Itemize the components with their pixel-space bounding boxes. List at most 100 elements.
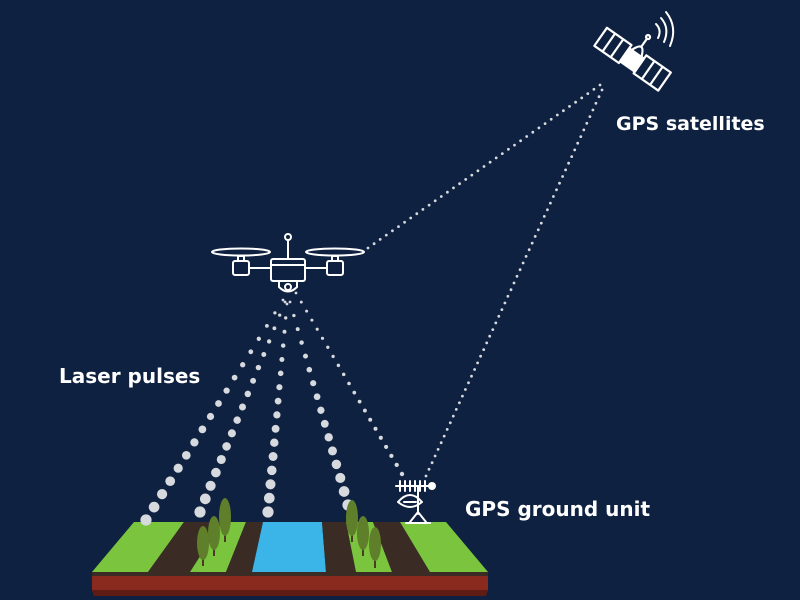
gps-link-dot [305,309,309,313]
gps-link-dot [574,100,577,104]
gps-link-dot [549,117,553,121]
gps-link-dot [519,139,522,143]
gps-link-dot [384,444,389,449]
gps-link-dot [464,178,468,181]
laser-pulse-dot [310,380,317,387]
soil-strip [373,522,430,572]
laser-pulse-dot [250,377,257,384]
gps-link-dot [436,448,440,451]
grass-strip [92,522,184,572]
gps-link-dot [512,281,516,285]
soil-strip [226,522,263,572]
gps-link-dot [507,147,510,151]
gps-link-dot [536,228,540,232]
gps-link-dot [537,126,541,130]
gps-link-dot [546,208,549,212]
gps-link-dot [513,143,516,147]
laser-pulse-dot [198,425,207,434]
laser-pulse-dot [194,506,206,518]
laser-pulse-dot [199,493,211,505]
tree-icon [219,498,231,542]
gps-link-dot [579,135,583,139]
gps-link-dot [500,152,504,156]
laser-pulse-dot [302,353,309,359]
terrain-edge [92,572,488,576]
gps-link-dot [384,233,388,237]
laser-pulse-dot [338,486,350,497]
laser-pulse-dot [274,397,282,405]
gps-links [366,83,604,478]
gps-link-dot [476,169,480,173]
gps-link-dot [494,321,498,325]
laser-pulse-dot [281,298,285,302]
laser-pulse-dot [211,467,221,478]
gps-link-dot [427,467,431,471]
gps-link-dot [310,318,314,322]
gps-link-dot [294,291,298,295]
gps-link-dot [442,434,446,438]
gps-link-dot [409,216,413,220]
gps-link-dot [485,341,489,345]
gps-link-dot [397,225,400,229]
terrain-side [92,574,488,590]
gps-link-dot [561,175,564,178]
gps-link-dot [509,288,513,292]
tree-icon [208,516,220,556]
gps-link-dot [558,181,561,185]
gps-link-dot [458,182,461,186]
laser-pulse-dot [244,390,252,398]
laser-pulse-dot [248,349,254,355]
gps-link-dot [373,426,378,431]
gps-link-dot [564,168,567,172]
gps-link-dot [567,161,570,165]
laser-pulse-dot [215,400,222,407]
gps-link-dot [451,414,455,418]
gps-link-dot [597,95,601,99]
laser-pulse-dot [306,366,313,373]
gps-ground-unit-label: GPS ground unit [465,497,651,521]
laser-pulse-dot [278,313,282,317]
gps-link-dot [378,238,382,241]
gps-ground-unit-icon [395,480,436,524]
laser-pulse-dot [295,327,300,332]
tree-icon [346,500,358,542]
gps-link-dot [600,88,604,92]
gps-link-dot [479,354,482,358]
laser-pulse-dot [283,300,287,304]
gps-link-dot [530,241,534,245]
gps-link-dot [562,109,565,113]
laser-pulse-dot [270,438,279,447]
laser-pulse-dot [328,446,337,456]
gps-link-dot [494,156,498,160]
gps-link-dot [518,268,522,272]
gps-link-dot [331,354,335,359]
gps-link-dot [582,128,586,132]
gps-link-dot [500,308,504,311]
laser-pulse-dot [299,340,304,345]
laser-pulse-dot [268,452,278,461]
laser-pulse-dot [255,364,262,371]
gps-link-dot [403,220,406,224]
gps-link-dot [586,92,590,95]
laser-pulse-dot [267,465,277,476]
laser-pulse-dot [280,343,286,348]
soil-strip [322,522,356,572]
gps-link-dot [427,203,431,207]
laser-pulse-dot [271,424,280,433]
gps-link-dot [488,160,492,164]
signal-waves-icon [655,11,675,47]
gps-link-dot [399,471,405,477]
gps-link-dot [542,215,546,218]
laser-pulse-dot [190,438,199,447]
gps-link-dot [446,190,449,194]
gps-link-dot [568,105,571,108]
laser-pulse-dot [272,326,277,331]
laser-pulse-dot [292,313,296,318]
gps-link-dot [521,261,525,265]
laser-pulse-dot [273,311,277,315]
gps-link-dot [467,381,470,385]
laser-pulse-dot [288,300,292,304]
gps-link-dot [594,101,598,105]
gps-link-dot [531,130,535,134]
